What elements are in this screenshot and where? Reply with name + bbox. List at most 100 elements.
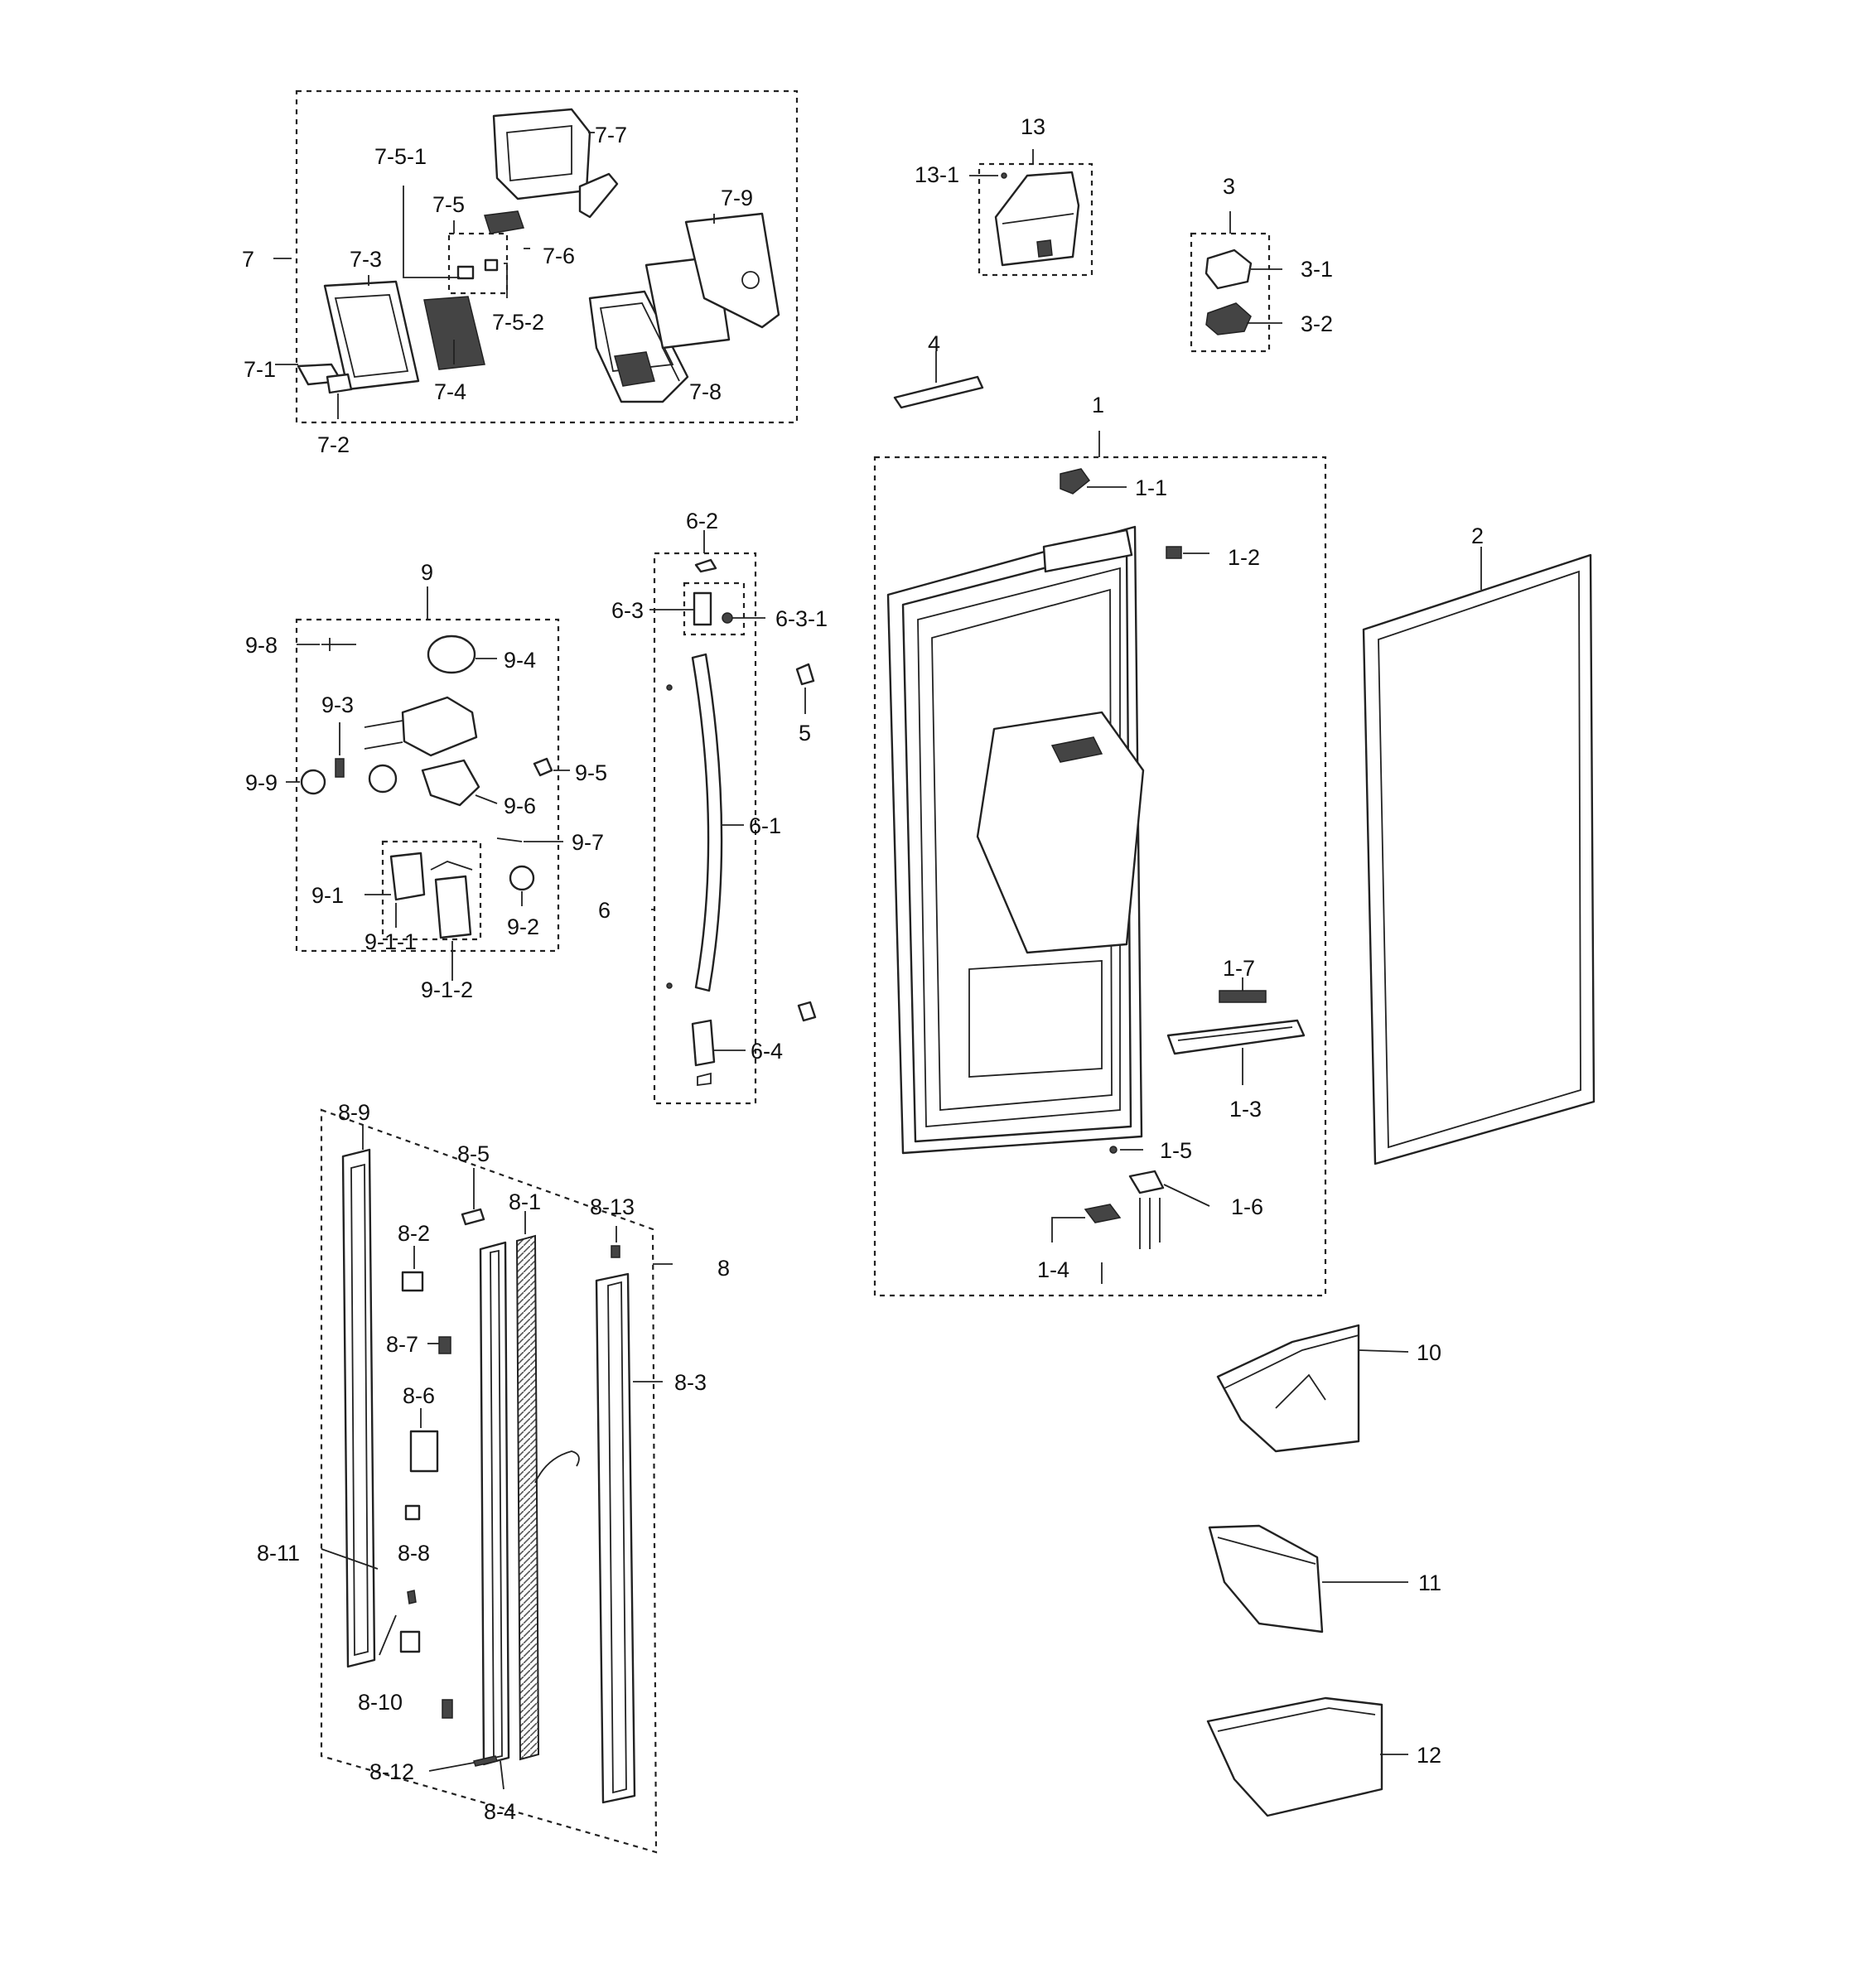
label-1-4: 1-4 bbox=[1037, 1257, 1069, 1282]
group-13-boundary bbox=[978, 162, 1093, 277]
label-12: 12 bbox=[1417, 1743, 1441, 1768]
part-7-4-display-panel bbox=[423, 296, 485, 370]
part-7-5-2-button bbox=[484, 258, 499, 272]
label-1: 1 bbox=[1092, 393, 1104, 417]
label-8-7: 8-7 bbox=[386, 1332, 418, 1357]
part-7-5-1-button bbox=[456, 265, 475, 280]
label-9-1: 9-1 bbox=[311, 883, 344, 908]
part-9-1-2-flap bbox=[434, 875, 472, 939]
group-6-3-boundary bbox=[683, 581, 746, 636]
label-3: 3 bbox=[1223, 174, 1235, 199]
part-9-motor-housing bbox=[364, 696, 478, 757]
label-7-8: 7-8 bbox=[689, 379, 722, 404]
part-8-12-screw bbox=[473, 1755, 498, 1767]
label-2: 2 bbox=[1471, 524, 1484, 548]
label-9-3: 9-3 bbox=[321, 692, 354, 717]
part-9-2-cam bbox=[509, 865, 535, 891]
part-6-3-bracket bbox=[693, 591, 712, 626]
label-1-7: 1-7 bbox=[1223, 956, 1255, 981]
part-8-3-trim bbox=[595, 1272, 636, 1804]
part-1-door-body bbox=[886, 525, 1145, 1155]
part-12-door-bin bbox=[1206, 1696, 1408, 1817]
part-6-1-handle-bar bbox=[666, 653, 723, 992]
part-8-1-trim bbox=[479, 1241, 510, 1766]
label-8-11: 8-11 bbox=[257, 1541, 300, 1566]
part-9-8-pin bbox=[321, 638, 356, 651]
label-3-1: 3-1 bbox=[1301, 257, 1333, 282]
part-7-2-lever-pad bbox=[326, 373, 353, 394]
label-7-1: 7-1 bbox=[244, 357, 276, 382]
label-7-5-1: 7-5-1 bbox=[374, 144, 427, 169]
label-7-7: 7-7 bbox=[595, 123, 627, 147]
label-13: 13 bbox=[1021, 114, 1045, 139]
part-1-4-hinge-block bbox=[1084, 1204, 1122, 1284]
label-8-9: 8-9 bbox=[338, 1100, 370, 1125]
label-7-4: 7-4 bbox=[434, 379, 466, 404]
label-9-5: 9-5 bbox=[575, 760, 607, 785]
label-5: 5 bbox=[799, 721, 811, 746]
label-4: 4 bbox=[928, 331, 940, 356]
part-1-5-screw bbox=[1109, 1146, 1118, 1154]
part-3-2-cap-base bbox=[1205, 302, 1252, 335]
part-7-9-back-panel bbox=[684, 212, 780, 329]
label-7-5-2: 7-5-2 bbox=[492, 310, 544, 335]
label-1-6: 1-6 bbox=[1231, 1194, 1263, 1219]
part-4-trim bbox=[893, 351, 984, 409]
label-9-2: 9-2 bbox=[507, 914, 539, 939]
label-1-1: 1-1 bbox=[1135, 475, 1167, 500]
label-6-4: 6-4 bbox=[751, 1039, 783, 1064]
part-5-screws bbox=[795, 663, 817, 1022]
group-7-dispenser-assembly bbox=[273, 89, 799, 424]
part-6-4-bracket bbox=[691, 1019, 716, 1067]
label-8-4: 8-4 bbox=[484, 1799, 516, 1824]
label-11: 11 bbox=[1418, 1571, 1441, 1595]
label-9-4: 9-4 bbox=[504, 648, 536, 673]
label-8-5: 8-5 bbox=[457, 1141, 490, 1166]
label-8-3: 8-3 bbox=[674, 1370, 707, 1395]
group-3-cap-assembly bbox=[1190, 211, 1282, 353]
label-7-9: 7-9 bbox=[721, 186, 753, 210]
part-8-10-pin bbox=[407, 1590, 417, 1604]
label-1-5: 1-5 bbox=[1160, 1138, 1192, 1163]
group-3-boundary bbox=[1190, 232, 1271, 353]
part-6-3-1-screw bbox=[722, 612, 733, 624]
group-13-ice-maker bbox=[969, 149, 1093, 277]
group-8-door-trim bbox=[320, 1108, 673, 1854]
label-8-13: 8-13 bbox=[590, 1194, 635, 1219]
part-heater-wire bbox=[534, 1450, 580, 1484]
label-8-1: 8-1 bbox=[509, 1189, 541, 1214]
part-9-4-cover bbox=[427, 635, 476, 674]
label-9: 9 bbox=[421, 560, 433, 585]
label-7: 7 bbox=[242, 247, 254, 272]
label-13-1: 13-1 bbox=[915, 162, 959, 187]
label-7-3: 7-3 bbox=[350, 247, 382, 272]
label-8-12: 8-12 bbox=[369, 1759, 414, 1784]
part-8-5-clip bbox=[461, 1208, 485, 1226]
part-1-2-clip bbox=[1166, 546, 1182, 559]
part-1-7-strip bbox=[1219, 990, 1267, 1003]
label-9-7: 9-7 bbox=[572, 830, 604, 855]
part-1-3-handle-cover bbox=[1166, 1019, 1306, 1055]
label-10: 10 bbox=[1417, 1340, 1441, 1365]
part-1-1-hinge-cap bbox=[1060, 468, 1091, 495]
part-7-7-housing bbox=[492, 108, 619, 219]
label-8-8: 8-8 bbox=[398, 1541, 430, 1566]
label-7-5: 7-5 bbox=[432, 192, 465, 217]
label-7-2: 7-2 bbox=[317, 432, 350, 457]
label-9-6: 9-6 bbox=[504, 794, 536, 818]
label-1-2: 1-2 bbox=[1228, 545, 1260, 570]
part-9-7-pin bbox=[496, 837, 523, 842]
label-6-1: 6-1 bbox=[749, 813, 781, 838]
label-6: 6 bbox=[598, 898, 611, 923]
part-9-gear bbox=[368, 764, 398, 794]
group-1-door-assembly bbox=[873, 431, 1327, 1297]
part-8-13-clip bbox=[611, 1245, 620, 1258]
group-6-boundary bbox=[653, 552, 757, 1105]
part-8-block-lower bbox=[442, 1699, 453, 1719]
label-8-6: 8-6 bbox=[403, 1383, 435, 1408]
part-11-door-bin bbox=[1208, 1524, 1408, 1633]
part-8-8-block bbox=[404, 1504, 421, 1521]
part-1-6-hinge bbox=[1128, 1170, 1165, 1249]
part-13-ice-maker-unit bbox=[994, 171, 1080, 267]
